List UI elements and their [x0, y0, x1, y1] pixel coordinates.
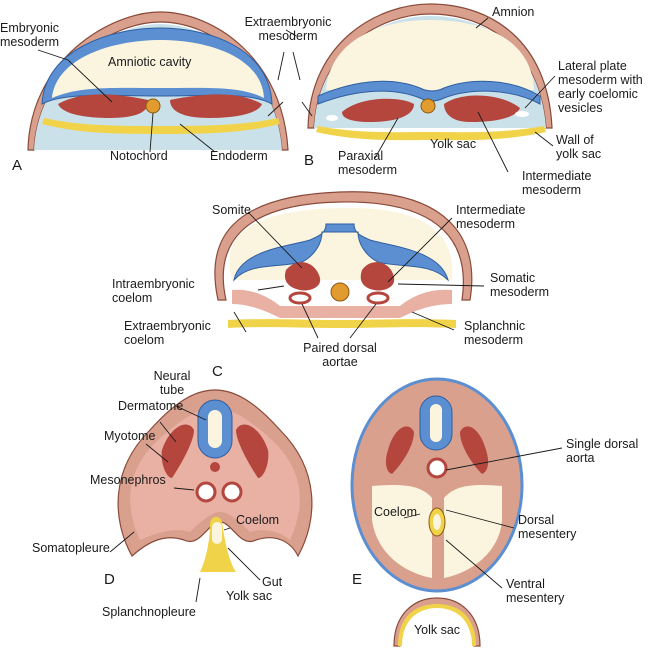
- label-gut: Gut: [262, 575, 283, 589]
- label-yolk-sac-e: Yolk sac: [414, 623, 460, 637]
- panel-label-a: A: [12, 157, 22, 174]
- panel-label-c: C: [212, 363, 223, 380]
- label-mesonephros-text: Mesonephros: [90, 473, 166, 487]
- leader-lines: [37, 17, 563, 603]
- panel-a-drawing: [27, 11, 289, 151]
- label-coelom-e: Coelom: [374, 505, 417, 519]
- label-endoderm: Endoderm: [210, 149, 268, 163]
- label-endoderm-text: Endoderm: [210, 149, 268, 163]
- panel-c-drawing: [214, 191, 473, 328]
- label-dermatome-text: Dermatome: [118, 399, 183, 413]
- panel-label-b: B: [304, 152, 314, 169]
- label-yolk-sac-d-text: Yolk sac: [226, 589, 272, 603]
- label-somite: Somite: [212, 203, 251, 217]
- label-splanchnopleure: Splanchnopleure: [102, 605, 196, 619]
- label-amniotic-cavity-text: Amniotic cavity: [108, 55, 192, 69]
- label-yolk-sac-b: Yolk sac: [430, 137, 476, 151]
- label-amnion: Amnion: [492, 5, 534, 19]
- panel-d-drawing: [117, 389, 313, 572]
- label-yolk-sac-e-text: Yolk sac: [414, 623, 460, 637]
- label-yolk-sac-b-text: Yolk sac: [430, 137, 476, 151]
- label-somite-text: Somite: [212, 203, 251, 217]
- label-gut-text: Gut: [262, 575, 283, 589]
- label-yolk-sac-d: Yolk sac: [226, 589, 272, 603]
- label-dermatome: Dermatome: [118, 399, 183, 413]
- label-somatopleure-text: Somatopleure: [32, 541, 110, 555]
- label-coelom-d-text: Coelom: [236, 513, 279, 527]
- label-notochord-text: Notochord: [110, 149, 168, 163]
- label-somatopleure: Somatopleure: [32, 541, 110, 555]
- label-splanchnopleure-text: Splanchnopleure: [102, 605, 196, 619]
- panel-label-d: D: [104, 571, 115, 588]
- panel-label-e: E: [352, 571, 362, 588]
- label-coelom-e-text: Coelom: [374, 505, 417, 519]
- label-mesonephros: Mesonephros: [90, 473, 166, 487]
- panel-b-drawing: [307, 3, 553, 141]
- label-myotome-text: Myotome: [104, 429, 155, 443]
- label-coelom-d: Coelom: [236, 513, 279, 527]
- panel-e-drawing: [350, 377, 524, 647]
- label-notochord: Notochord: [110, 149, 168, 163]
- label-amnion-text: Amnion: [492, 5, 534, 19]
- label-myotome: Myotome: [104, 429, 155, 443]
- label-amniotic-cavity: Amniotic cavity: [108, 55, 192, 69]
